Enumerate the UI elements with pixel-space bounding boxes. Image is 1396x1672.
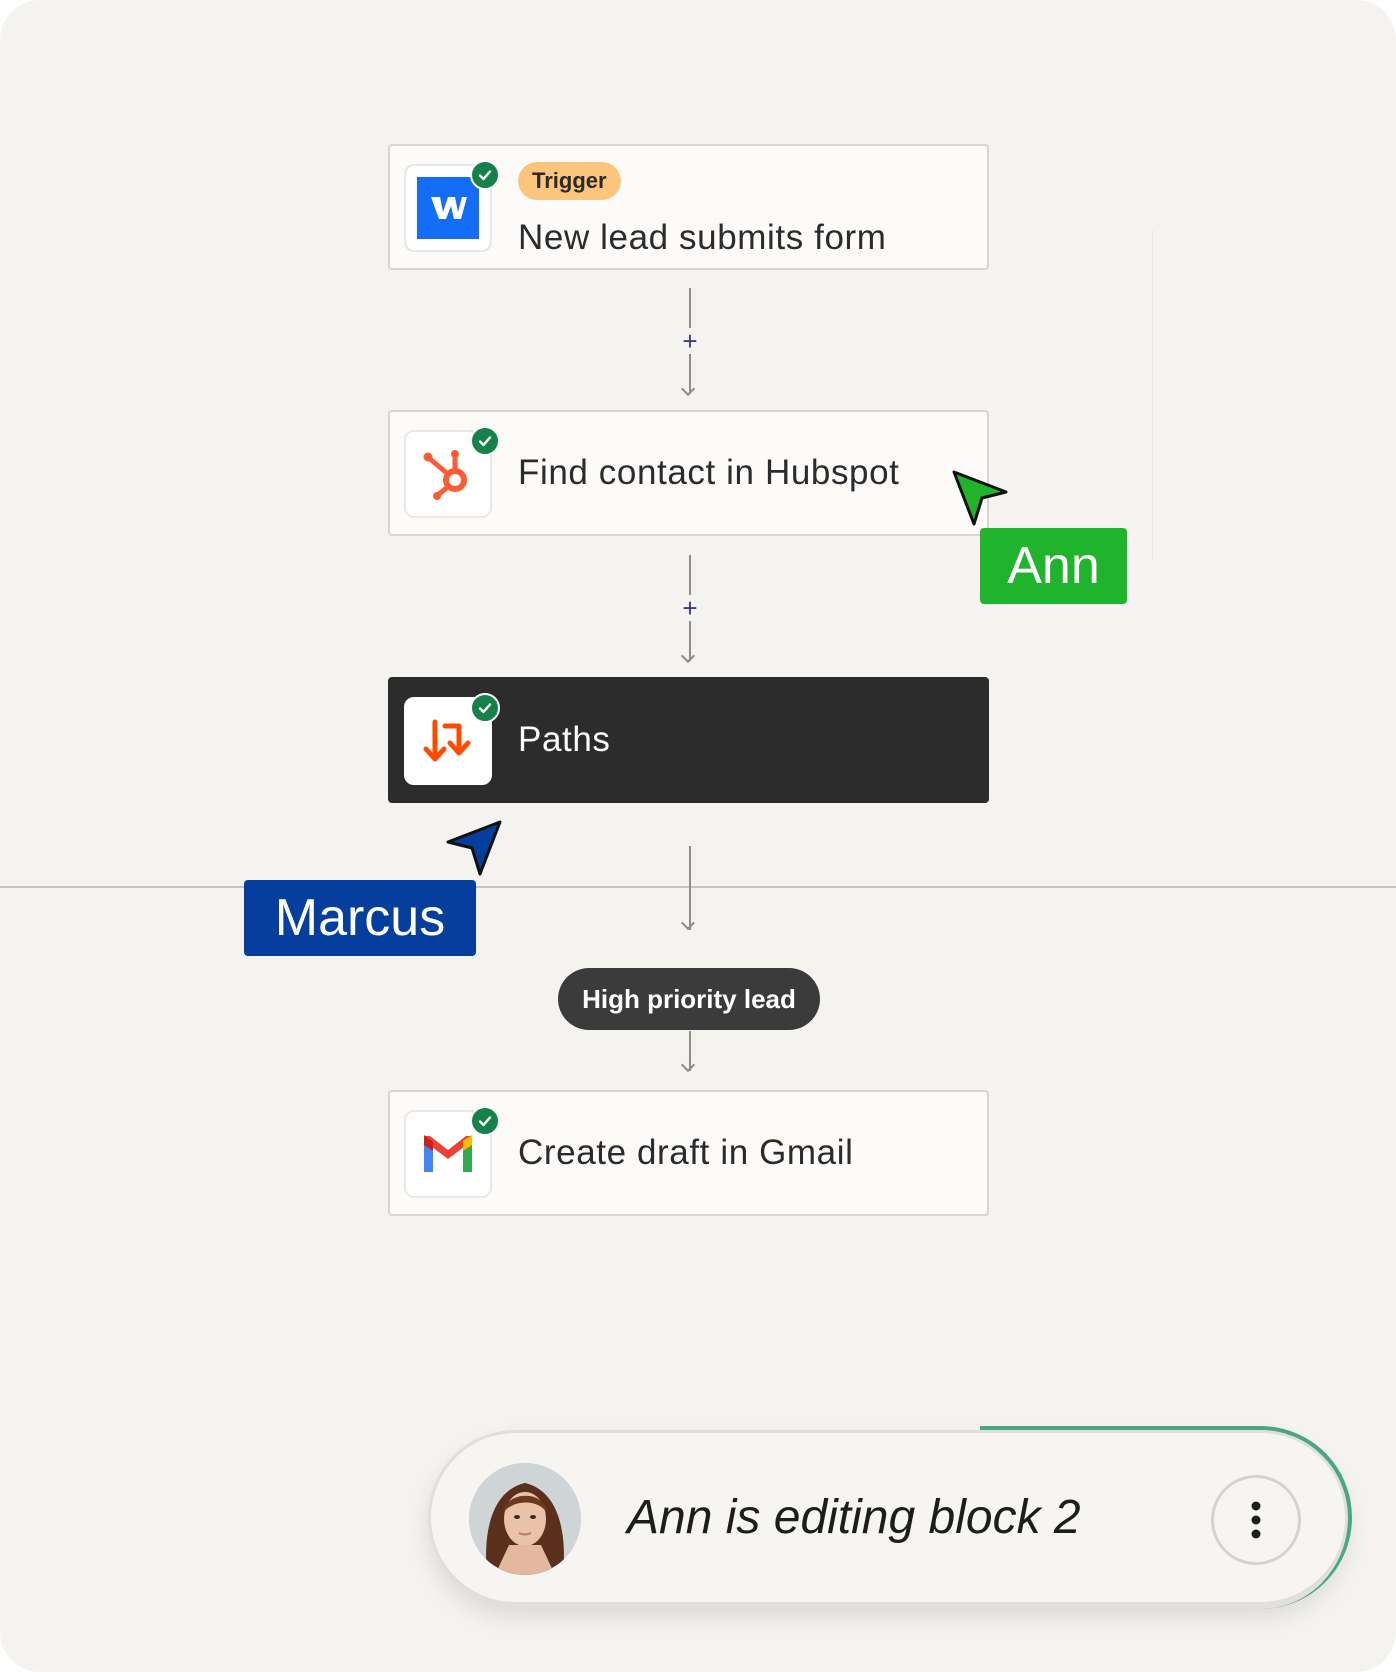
step-title: New lead submits form <box>518 218 887 257</box>
step-trigger-card[interactable]: Trigger New lead submits form <box>388 144 989 270</box>
path-label[interactable]: High priority lead <box>558 968 820 1030</box>
step-hubspot-card[interactable]: Find contact in Hubspot <box>388 410 989 536</box>
connector-line <box>689 621 691 661</box>
ann-cursor-label: Ann <box>980 528 1127 604</box>
canvas-divider <box>0 886 1396 888</box>
complete-check-icon <box>470 693 500 723</box>
webflow-icon <box>417 177 479 239</box>
complete-check-icon <box>470 160 500 190</box>
step-title: Find contact in Hubspot <box>518 453 900 492</box>
complete-check-icon <box>470 1106 500 1136</box>
background-guide <box>1152 230 1153 560</box>
connector-line <box>689 288 691 328</box>
arrow-down-icon <box>680 915 696 931</box>
arrow-down-icon <box>680 1057 696 1073</box>
marcus-cursor-label: Marcus <box>244 880 476 956</box>
marcus-cursor-icon <box>446 820 502 876</box>
collaboration-activity-bar: Ann is editing block 2 <box>428 1430 1348 1605</box>
gmail-icon <box>424 1135 472 1172</box>
connector-line <box>689 354 691 394</box>
more-vertical-icon <box>1251 1501 1261 1539</box>
gmail-app-tile <box>404 1110 492 1198</box>
step-paths-card[interactable]: Paths <box>388 677 989 803</box>
step-title: Create draft in Gmail <box>518 1133 854 1172</box>
arrow-down-icon <box>680 648 696 664</box>
connector-line <box>689 846 691 930</box>
activity-message: Ann is editing block 2 <box>627 1491 1081 1544</box>
hubspot-icon <box>423 450 467 500</box>
connector-line <box>689 555 691 595</box>
step-gmail-card[interactable]: Create draft in Gmail <box>388 1090 989 1216</box>
connector-line <box>689 1031 691 1071</box>
arrow-down-icon <box>680 381 696 397</box>
more-options-button[interactable] <box>1211 1475 1301 1565</box>
ann-cursor-icon <box>952 470 1008 526</box>
add-step-button[interactable]: + <box>674 595 706 621</box>
complete-check-icon <box>470 426 500 456</box>
avatar[interactable] <box>469 1463 581 1575</box>
add-step-button[interactable]: + <box>674 328 706 354</box>
paths-icon <box>423 719 471 762</box>
step-title: Paths <box>518 720 611 759</box>
trigger-badge: Trigger <box>518 162 621 200</box>
